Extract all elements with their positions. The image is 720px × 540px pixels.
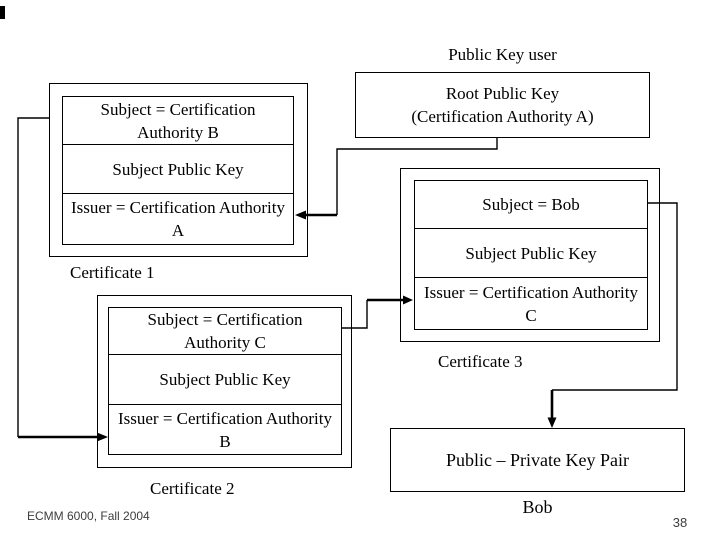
connector-cert2-to-cert3-arrowhead-icon <box>403 295 413 305</box>
certificate-2-label: Certificate 2 <box>150 479 235 498</box>
certificate-1-issuer-row: Issuer = Certification Authority A <box>63 193 293 244</box>
certificate-2-box <box>97 295 352 468</box>
certificate-1-inner-box: Subject = Certification Authority B Subj… <box>62 96 294 245</box>
key-pair-label: Public – Private Key Pair <box>446 449 629 470</box>
root-public-key-line2: (Certification Authority A) <box>411 107 594 126</box>
certificate-1-public-key-row: Subject Public Key <box>63 144 293 193</box>
certificate-2-public-key-row: Subject Public Key <box>109 354 341 404</box>
page-title: Public Key user <box>448 45 557 64</box>
certificate-3-label: Certificate 3 <box>438 352 523 371</box>
certificate-2-subject-row: Subject = Certification Authority C <box>147 310 303 352</box>
footer-course-label: ECMM 6000, Fall 2004 <box>27 509 150 523</box>
certificate-1-label: Certificate 1 <box>70 263 155 282</box>
certificate-3-subject-row: Subject = Bob <box>482 195 580 214</box>
key-pair-box: Public – Private Key Pair <box>390 428 685 492</box>
root-public-key-text: Root Public Key (Certification Authority… <box>411 82 593 128</box>
certificate-3-issuer-row: Issuer = Certification Authority C <box>415 277 647 329</box>
certificate-2-issuer-row: Issuer = Certification Authority B <box>109 404 341 454</box>
certificate-3-box <box>400 168 660 342</box>
certificate-3-public-key-row: Subject Public Key <box>415 228 647 277</box>
root-public-key-box: Root Public Key (Certification Authority… <box>355 72 650 138</box>
certificate-2-inner-box: Subject = Certification Authority C Subj… <box>108 307 342 455</box>
connector-cert1-to-cert2-route <box>17 117 49 437</box>
certificate-1-box <box>49 83 308 257</box>
root-public-key-line1: Root Public Key <box>445 84 560 103</box>
connector-cert3-to-keypair-arrowhead-icon <box>547 417 557 428</box>
page-number: 38 <box>672 515 688 530</box>
connector-cert3-to-keypair-route <box>552 202 678 391</box>
connector-root-to-cert1-route <box>336 138 498 215</box>
connector-cert1-to-cert2-arrowhead-icon <box>97 432 108 442</box>
connector-root-to-cert1-arrowhead-icon <box>295 210 306 220</box>
key-pair-owner-label: Bob <box>522 497 553 517</box>
connector-cert2-to-cert3-route <box>342 300 368 329</box>
certificate-1-subject-row: Subject = Certification Authority B <box>100 99 256 142</box>
certificate-3-inner-box: Subject = Bob Subject Public Key Issuer … <box>414 180 648 330</box>
scan-edge-artifact <box>0 6 5 19</box>
